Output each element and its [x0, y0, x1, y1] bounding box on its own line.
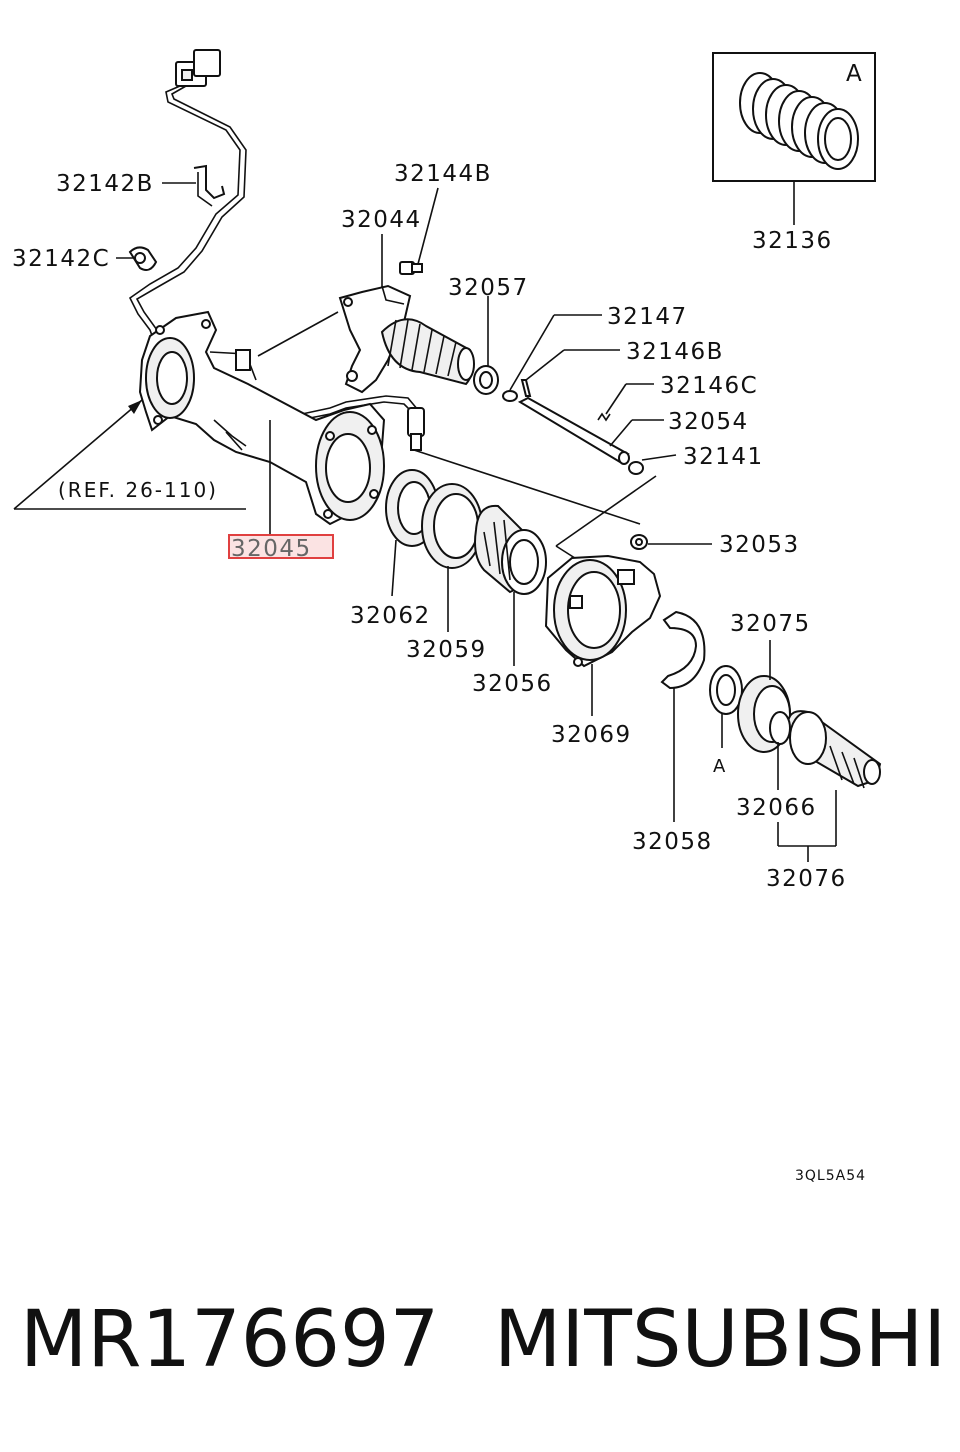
part-label-32069: 32069: [551, 722, 632, 748]
part-label-32045: 32045: [231, 536, 312, 562]
band-clip-32058: 32058: [632, 610, 713, 855]
part-label-32142b: 32142B: [56, 171, 154, 197]
part-label-32056: 32056: [472, 671, 553, 697]
shim-a: A: [709, 665, 743, 777]
part-label-32146b: 32146B: [626, 339, 724, 365]
part-label-32146c: 32146C: [660, 373, 758, 399]
part-label-32058: 32058: [632, 829, 713, 855]
footer-part-number: MR176697: [20, 1295, 439, 1385]
shaft-32054: 32054: [517, 396, 749, 465]
part-label-32144b: 32144B: [394, 161, 492, 187]
part-label-32053: 32053: [719, 532, 800, 558]
washer-32053: 32053: [630, 532, 800, 558]
part-label-32059: 32059: [406, 637, 487, 663]
part-label-32136: 32136: [752, 228, 833, 254]
reference-label: (REF. 26-110): [58, 478, 218, 502]
clutch-disc-stack: [739, 72, 859, 170]
part-label-32044: 32044: [341, 207, 422, 233]
washer-32141: 32141: [628, 444, 764, 475]
reference-callout: (REF. 26-110): [13, 399, 246, 510]
pin-32146b: 32146B: [520, 339, 724, 397]
bolt-32144b: 32144B: [394, 161, 492, 275]
spring-pin-32146c: 32146C: [597, 373, 758, 422]
harness-sensor: [407, 407, 425, 451]
part-label-32062: 32062: [350, 603, 431, 629]
pin-32147: 32147: [502, 304, 688, 402]
detail-marker-a: A: [713, 756, 727, 777]
part-label-32141: 32141: [683, 444, 764, 470]
part-label-32066: 32066: [736, 795, 817, 821]
part-label-32076: 32076: [766, 866, 847, 892]
boot-bellows: [380, 318, 475, 386]
part-label-32057: 32057: [448, 275, 529, 301]
part-label-32054: 32054: [668, 409, 749, 435]
oil-seal-32062: 32062: [350, 469, 439, 629]
inset-box-a: A 32136: [712, 52, 876, 254]
wiring-harness: [128, 49, 425, 451]
extension-housing-32045: 32045: [138, 310, 386, 562]
part-label-32075: 32075: [730, 611, 811, 637]
footer-brand: MITSUBISHI: [494, 1295, 946, 1385]
clip-32142c: 32142C: [12, 246, 158, 272]
bearing-32056: 32056: [472, 504, 553, 697]
part-label-32142c: 32142C: [12, 246, 110, 272]
cover-32044: 32044: [257, 207, 422, 394]
clip-32142b: 32142B: [56, 164, 226, 207]
part-label-32147: 32147: [607, 304, 688, 330]
output-shaft-32076: 32066 32076: [736, 710, 882, 892]
case-32069: 32069: [544, 554, 662, 748]
inset-label: A: [846, 61, 863, 87]
diagram-code: 3QL5A54: [795, 1168, 866, 1184]
highlight-box-32045: [228, 534, 334, 559]
snap-ring-32059: 32059: [406, 483, 487, 663]
bushing-32057: 32057: [448, 275, 529, 395]
